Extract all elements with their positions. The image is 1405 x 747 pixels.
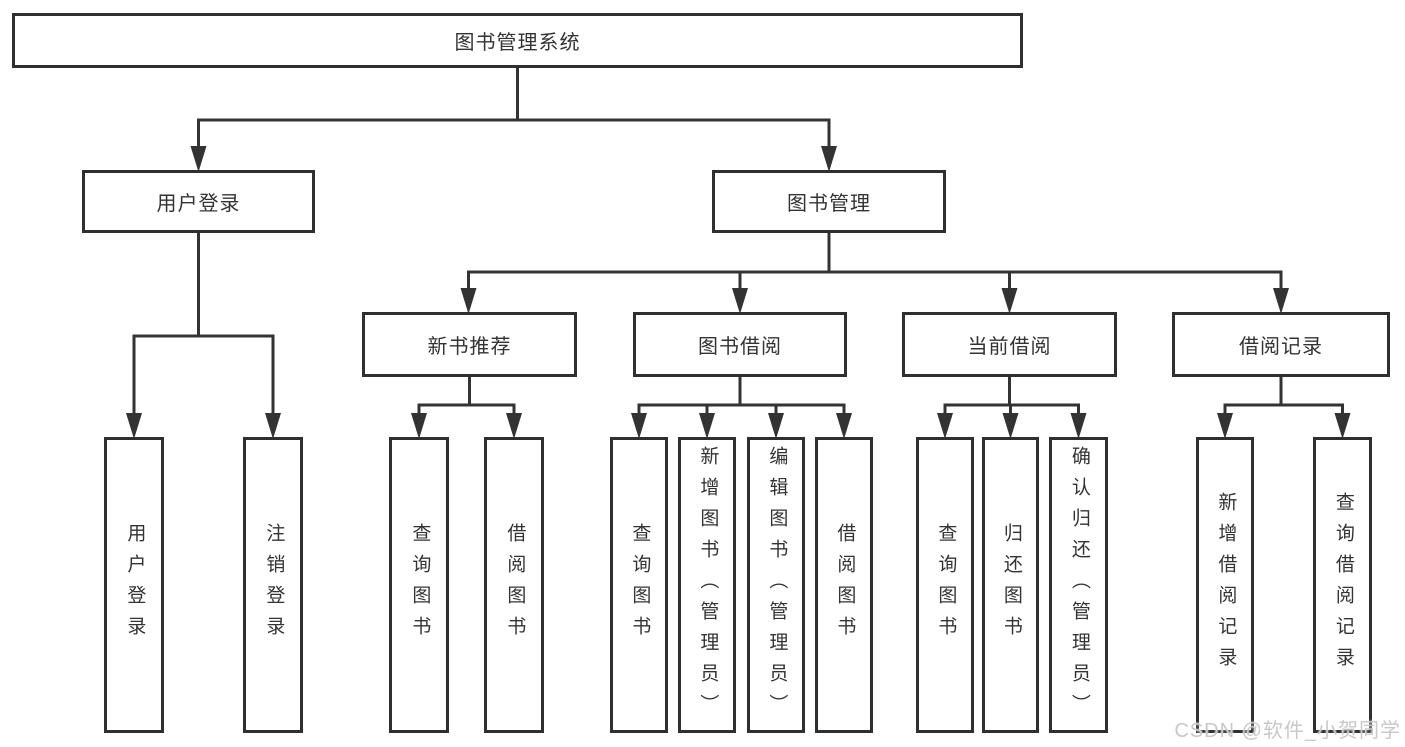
leaf-br-query-record: 查询借阅记录 bbox=[1313, 437, 1372, 733]
leaf-nb-query-books: 查询图书 bbox=[389, 437, 449, 733]
leaf-nb-query-books-label: 查询图书 bbox=[409, 523, 431, 647]
leaf-cb-confirm-return: 确认归还（管理员） bbox=[1049, 437, 1108, 733]
node-book-borrow: 图书借阅 bbox=[633, 312, 847, 377]
leaf-bb-add-books-label: 新增图书（管理员） bbox=[697, 445, 719, 725]
leaf-bb-edit-books-label: 编辑图书（管理员） bbox=[766, 445, 788, 725]
leaf-cb-confirm-return-label: 确认归还（管理员） bbox=[1068, 445, 1090, 725]
leaf-bb-add-books: 新增图书（管理员） bbox=[678, 437, 736, 733]
leaf-br-add-record: 新增借阅记录 bbox=[1196, 437, 1254, 733]
leaf-cb-return-books: 归还图书 bbox=[982, 437, 1039, 733]
leaf-nb-borrow-books: 借阅图书 bbox=[484, 437, 544, 733]
leaf-user-login-label: 用户登录 bbox=[124, 523, 146, 647]
leaf-cb-return-books-label: 归还图书 bbox=[1000, 523, 1022, 647]
leaf-user-login: 用户登录 bbox=[104, 437, 164, 733]
leaf-bb-edit-books: 编辑图书（管理员） bbox=[747, 437, 805, 733]
node-current-borrow: 当前借阅 bbox=[902, 312, 1117, 377]
leaf-bb-query-books-label: 查询图书 bbox=[629, 523, 651, 647]
leaf-nb-borrow-books-label: 借阅图书 bbox=[504, 523, 526, 647]
node-root: 图书管理系统 bbox=[12, 13, 1023, 68]
node-borrow-records: 借阅记录 bbox=[1172, 312, 1390, 377]
leaf-bb-borrow-books-label: 借阅图书 bbox=[834, 523, 856, 647]
leaf-cb-query-books: 查询图书 bbox=[916, 437, 974, 733]
leaf-bb-query-books: 查询图书 bbox=[610, 437, 668, 733]
node-new-book-recommend: 新书推荐 bbox=[362, 312, 577, 377]
arrowheads bbox=[126, 146, 1351, 439]
node-book-management: 图书管理 bbox=[712, 170, 946, 233]
leaf-br-add-record-label: 新增借阅记录 bbox=[1215, 492, 1237, 678]
node-user-login: 用户登录 bbox=[82, 170, 315, 233]
leaf-bb-borrow-books: 借阅图书 bbox=[815, 437, 873, 733]
leaf-cb-query-books-label: 查询图书 bbox=[935, 523, 957, 647]
leaf-logout: 注销登录 bbox=[243, 437, 303, 733]
leaf-br-query-record-label: 查询借阅记录 bbox=[1332, 492, 1354, 678]
leaf-logout-label: 注销登录 bbox=[263, 523, 285, 647]
